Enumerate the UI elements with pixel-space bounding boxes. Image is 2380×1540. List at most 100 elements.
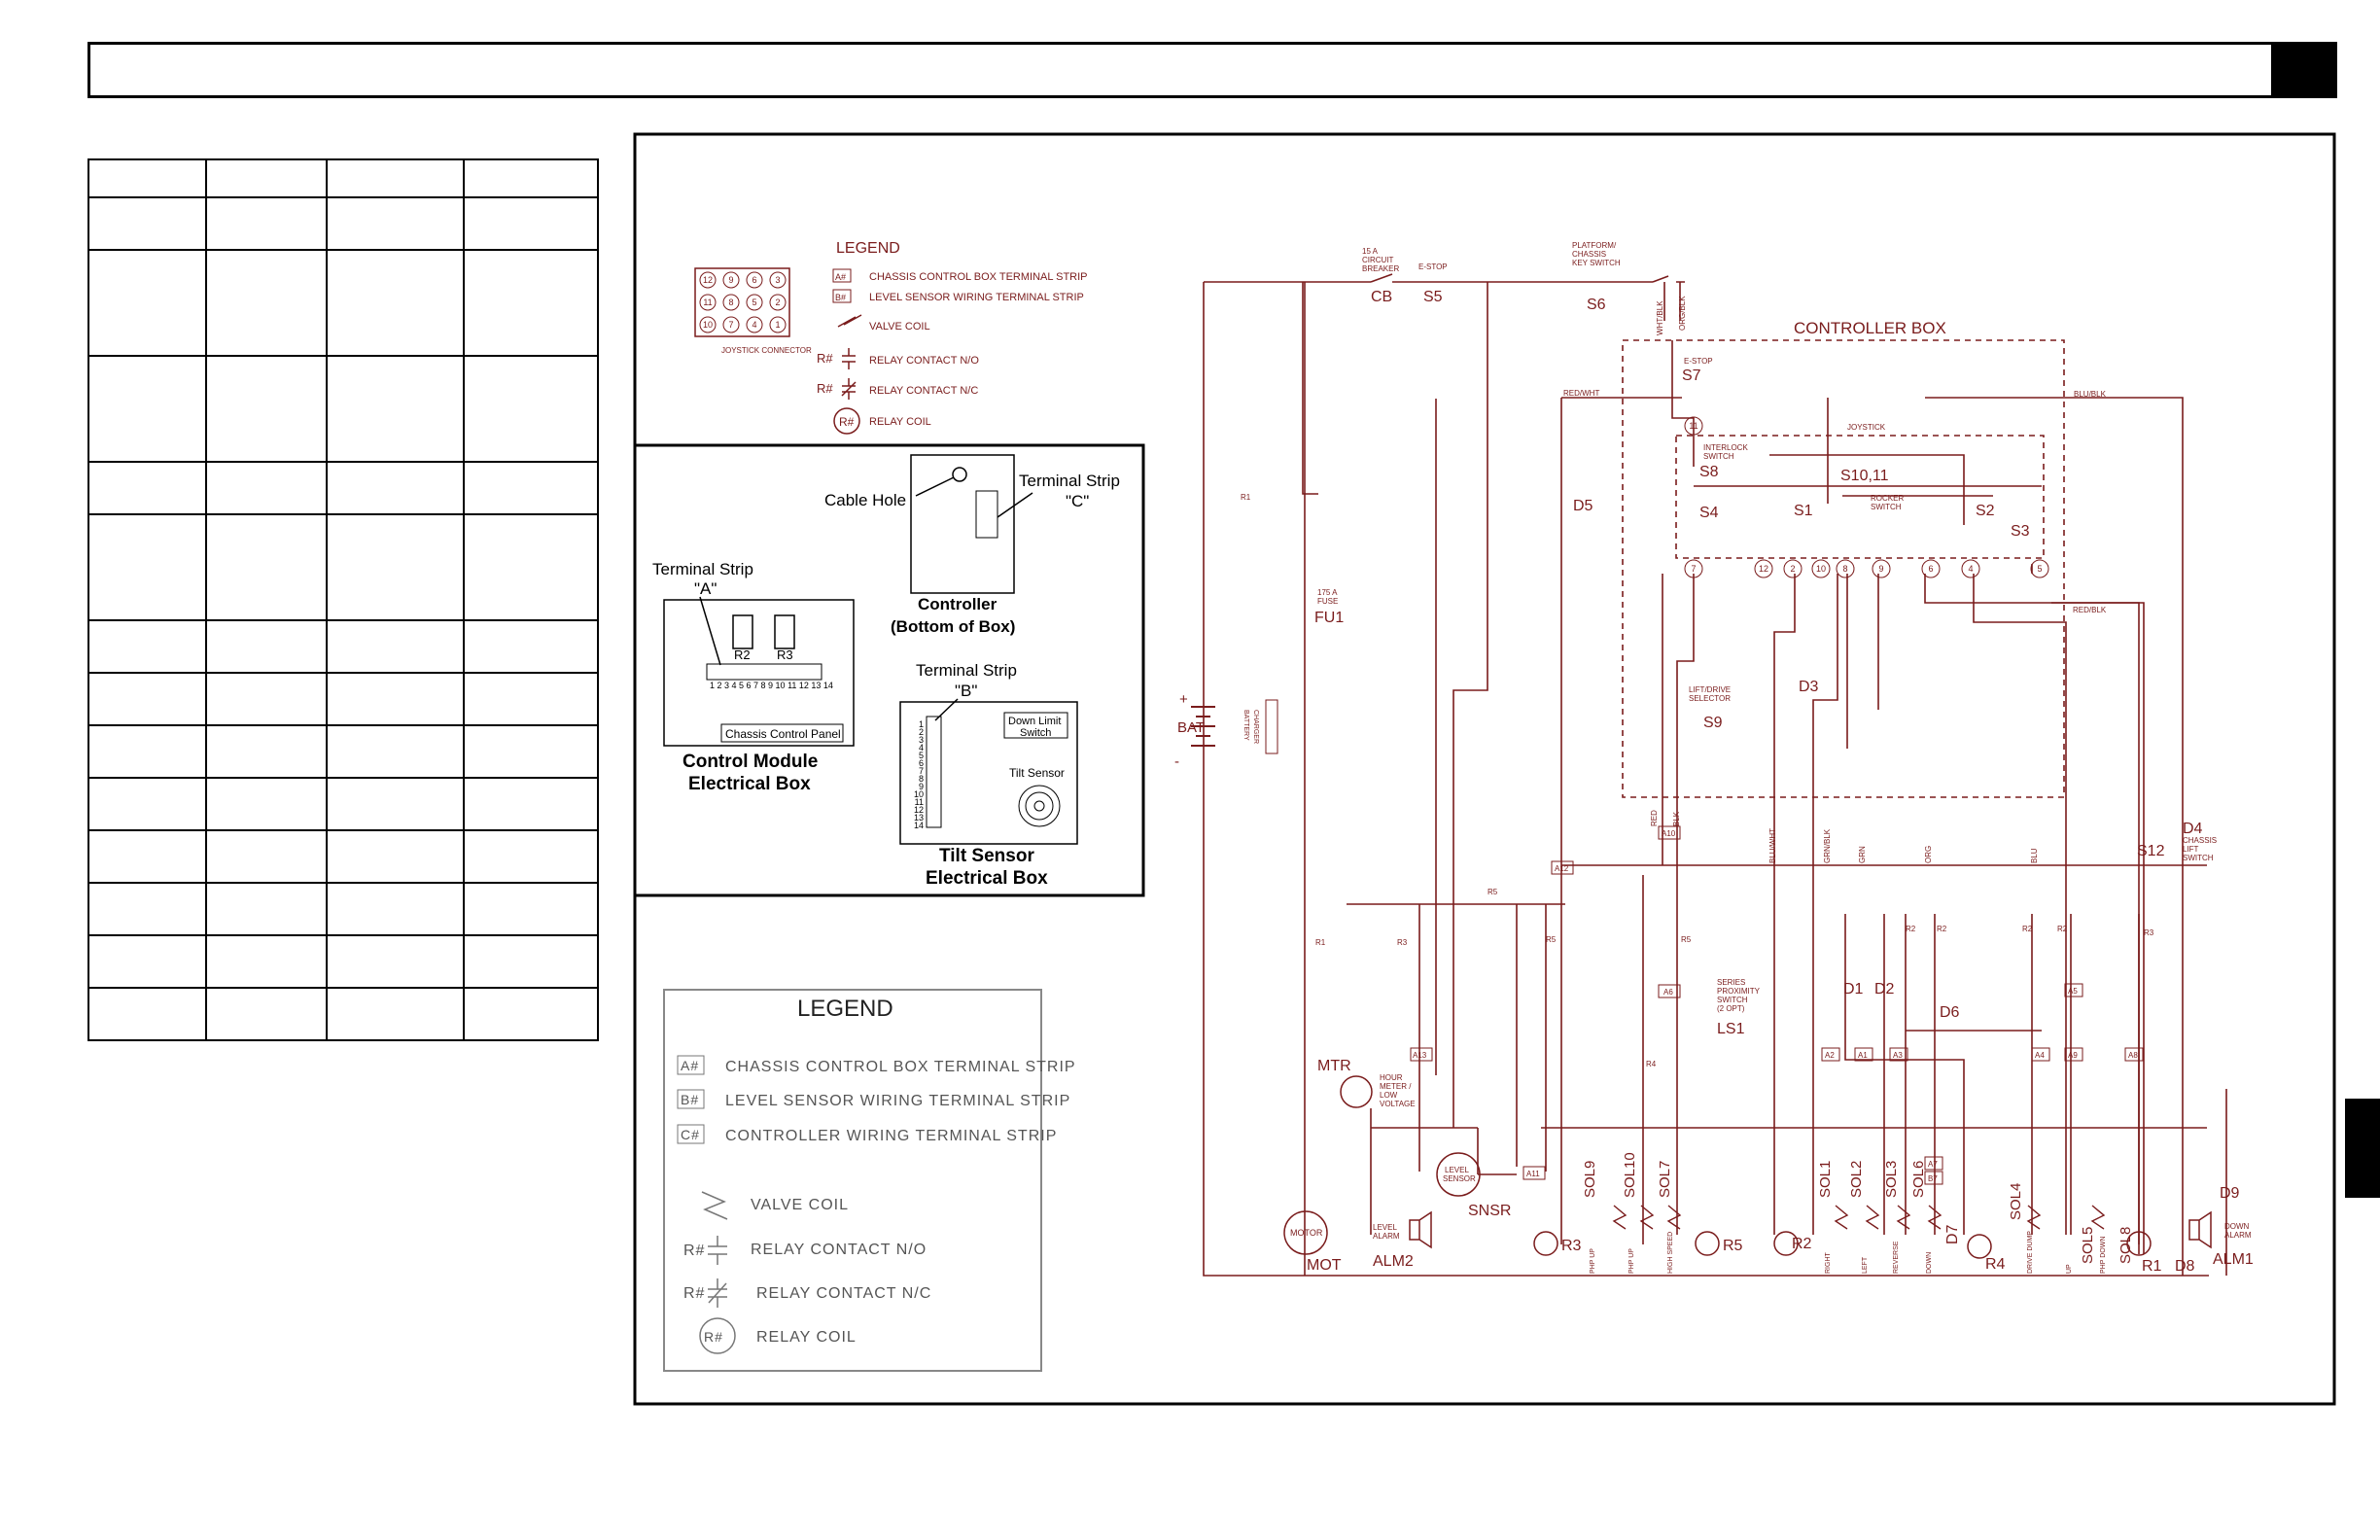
wire-grn-blk: GRN/BLK (1823, 828, 1832, 863)
wire-blk: BLK (1672, 811, 1681, 826)
wire-blu: BLU (2030, 848, 2039, 863)
battery-charger (1265, 699, 1278, 754)
table-cell (462, 829, 600, 884)
table-cell (204, 777, 329, 831)
s10-11-label: S10,11 (1840, 468, 1889, 484)
table-cell (204, 461, 329, 515)
motor-label: MOTOR (1290, 1228, 1323, 1238)
terminal-label: 4 (1968, 564, 1973, 574)
table-row (88, 934, 600, 989)
r2-contact: R2 (2022, 925, 2033, 933)
table-cell (326, 249, 465, 357)
fuse-rating: 175 A (1317, 588, 1338, 597)
legend-item: RELAY CONTACT N/O (751, 1242, 927, 1258)
legend-symbol-relay-coil: R# (839, 415, 855, 429)
legend-symbol-relay-coil: R# (704, 1329, 723, 1345)
fn-label: LEFT (1862, 1256, 1869, 1274)
s8-label: S8 (1699, 464, 1719, 480)
sol9-label: SOL9 (1582, 1161, 1598, 1198)
pin-label: 4 (919, 743, 924, 752)
r2-contact: R2 (2057, 925, 2068, 933)
terminal-label: 10 (1816, 564, 1826, 574)
legend-item: CONTROLLER WIRING TERMINAL STRIP (725, 1128, 1057, 1144)
table-cell (204, 882, 329, 936)
d1-label: D1 (1843, 981, 1864, 998)
prox-label: SERIES (1717, 978, 1745, 987)
table-row (88, 724, 600, 779)
table-cell (326, 829, 465, 884)
terminal-label: 11 (1689, 421, 1698, 431)
sol4-label: SOL4 (2008, 1183, 2024, 1220)
d2-label: D2 (1874, 981, 1895, 998)
s4-label: S4 (1699, 505, 1719, 521)
fn-label: PHP DOWN (2100, 1237, 2107, 1274)
down-alarm-label-2: ALARM (2224, 1231, 2252, 1240)
keyswitch-label-3: KEY SWITCH (1572, 259, 1621, 267)
table-cell (88, 249, 207, 357)
tilt-box-label: Tilt Sensor (939, 846, 1034, 866)
pin-label: 12 (703, 275, 713, 285)
relay-coil-icon (699, 1317, 736, 1354)
joystick-pin-grid: 12 9 6 3 11 8 5 2 10 7 4 1 (699, 271, 787, 333)
battery-plus: + (1179, 691, 1188, 708)
strip-a-letter: "A" (694, 579, 717, 598)
r5-contact: R5 (1681, 935, 1692, 944)
table-cell (204, 724, 329, 779)
strip-a-numbers: 1 2 3 4 5 6 7 8 9 10 11 12 13 14 (710, 681, 833, 690)
table-cell (462, 672, 600, 726)
table-cell (88, 829, 207, 884)
table-cell (462, 987, 600, 1041)
sol5-label: SOL5 (2080, 1227, 2096, 1264)
wire-org: ORG (1924, 846, 1933, 863)
prox-label-2: PROXIMITY (1717, 987, 1761, 996)
function-labels: PHP UP PHP UP HIGH SPEED RIGHT LEFT REVE… (1590, 1231, 2107, 1274)
wire-wht-blk: WHT/BLK (1656, 300, 1664, 335)
chassis-panel-label: Chassis Control Panel (725, 727, 841, 741)
valve-coil-icon (701, 1191, 728, 1220)
pin-label: 3 (775, 275, 780, 285)
d8-label: D8 (2175, 1258, 2195, 1275)
header-tab (2271, 42, 2337, 98)
legend-bottom: LEGEND A# CHASSIS CONTROL BOX TERMINAL S… (663, 989, 1075, 1372)
pin-label: 6 (752, 275, 756, 285)
table-row (88, 987, 600, 1041)
pin-label: 7 (919, 766, 924, 776)
s3-label: S3 (2011, 523, 2030, 540)
control-module-sublabel: Electrical Box (688, 774, 811, 794)
table-cell (326, 777, 465, 831)
chassis-lift-label: CHASSIS (2183, 836, 2217, 845)
schematic-frame (633, 132, 2336, 1406)
s1-label: S1 (1794, 503, 1813, 519)
legend-item: LEVEL SENSOR WIRING TERMINAL STRIP (869, 292, 1084, 303)
tilt-sensor-label: Tilt Sensor (1009, 766, 1065, 780)
joystick-connector-label: JOYSTICK CONNECTOR (721, 346, 812, 355)
strip-c-letter: "C" (1066, 492, 1089, 510)
legend-item: CHASSIS CONTROL BOX TERMINAL STRIP (869, 271, 1088, 283)
battery-icon (1191, 706, 1215, 747)
fn-label: UP (2066, 1264, 2073, 1274)
legend-item: RELAY COIL (869, 416, 931, 428)
terminal-a8: A8 (2128, 1051, 2138, 1060)
r5-coil-label: R5 (1723, 1238, 1743, 1254)
legend-symbol-relay-no: R# (817, 351, 833, 366)
table-cell (88, 724, 207, 779)
legend-item: RELAY CONTACT N/O (869, 355, 979, 367)
strip-b-numbers: 1 2 3 4 5 6 7 8 9 10 11 12 13 14 (914, 719, 924, 830)
table-cell (326, 196, 465, 251)
cb-label: CB (1371, 289, 1392, 305)
battery-minus: - (1174, 753, 1179, 770)
table-row (88, 619, 600, 674)
pin-label: 9 (728, 275, 733, 285)
legend-bottom-box (663, 989, 1042, 1372)
hour-meter-label: HOUR (1380, 1073, 1403, 1082)
schematic-labels: CONTROLLER BOX JOYSTICK 15 A CIRCUIT BRE… (1174, 241, 2254, 1275)
fn-label: PHP UP (1628, 1248, 1635, 1274)
fn-label: PHP UP (1590, 1248, 1596, 1274)
joystick-label: JOYSTICK (1847, 423, 1886, 432)
pin-label: 1 (775, 320, 780, 330)
table-row (88, 777, 600, 831)
relay-coil-icon (833, 407, 860, 435)
level-sensor (1436, 1152, 1481, 1197)
legend-symbol-relay-nc: R# (817, 381, 833, 396)
rocker-label-2: SWITCH (1871, 503, 1902, 511)
